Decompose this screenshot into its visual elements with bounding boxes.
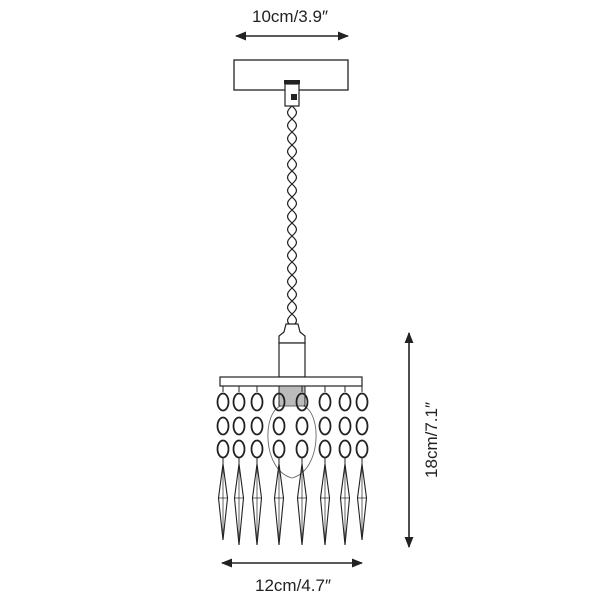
crystal-bead-ring (338, 439, 352, 459)
crystal-bead-ring (216, 416, 230, 436)
crystal-bead-ring (232, 439, 246, 459)
crystal-strands (216, 386, 369, 546)
canopy-width-dimension: 10cm/3.9″ (234, 7, 350, 41)
crystal-bead-ring (232, 392, 246, 412)
crystal-bead-ring (272, 416, 286, 436)
crystal-bead-ring (295, 392, 309, 412)
shade-width-label: 12cm/4.7″ (255, 576, 331, 595)
light-bulb (267, 385, 317, 479)
crystal-bead-ring (250, 416, 264, 436)
cord-strand (286, 105, 298, 325)
crystal-bead-ring (250, 439, 264, 459)
crystal-bead-ring (355, 416, 369, 436)
crystal-bead-ring (250, 392, 264, 412)
crystal-bead-ring (216, 392, 230, 412)
crystal-bead-ring (216, 439, 230, 459)
lamp-socket (277, 323, 307, 382)
crystal-bead-ring (338, 416, 352, 436)
crystal-bead-ring (318, 392, 332, 412)
twisted-cord (286, 105, 298, 325)
crystal-frame-bar (219, 376, 363, 387)
crystal-strand (272, 386, 286, 546)
shade-height-label: 18cm/7.1″ (422, 402, 441, 478)
crystal-strand (216, 386, 230, 541)
shade-width-dimension: 12cm/4.7″ (220, 558, 364, 595)
crystal-bead-ring (338, 392, 352, 412)
crystal-bead-ring (295, 439, 309, 459)
crystal-bead-ring (318, 416, 332, 436)
crystal-bead-ring (272, 392, 286, 412)
crystal-bead-ring (318, 439, 332, 459)
crystal-strand (318, 386, 332, 546)
crystal-bead-ring (272, 439, 286, 459)
crystal-bead-ring (355, 439, 369, 459)
shade-height-dimension: 18cm/7.1″ (404, 331, 441, 549)
crystal-strand (295, 386, 309, 546)
canopy-width-label: 10cm/3.9″ (252, 7, 328, 26)
crystal-bead-ring (355, 392, 369, 412)
crystal-strand (250, 386, 264, 546)
crystal-strand (232, 386, 246, 546)
crystal-strand (355, 386, 369, 541)
cord-clamp (284, 80, 300, 107)
crystal-bead-ring (295, 416, 309, 436)
crystal-strand (338, 386, 352, 546)
crystal-bead-ring (232, 416, 246, 436)
